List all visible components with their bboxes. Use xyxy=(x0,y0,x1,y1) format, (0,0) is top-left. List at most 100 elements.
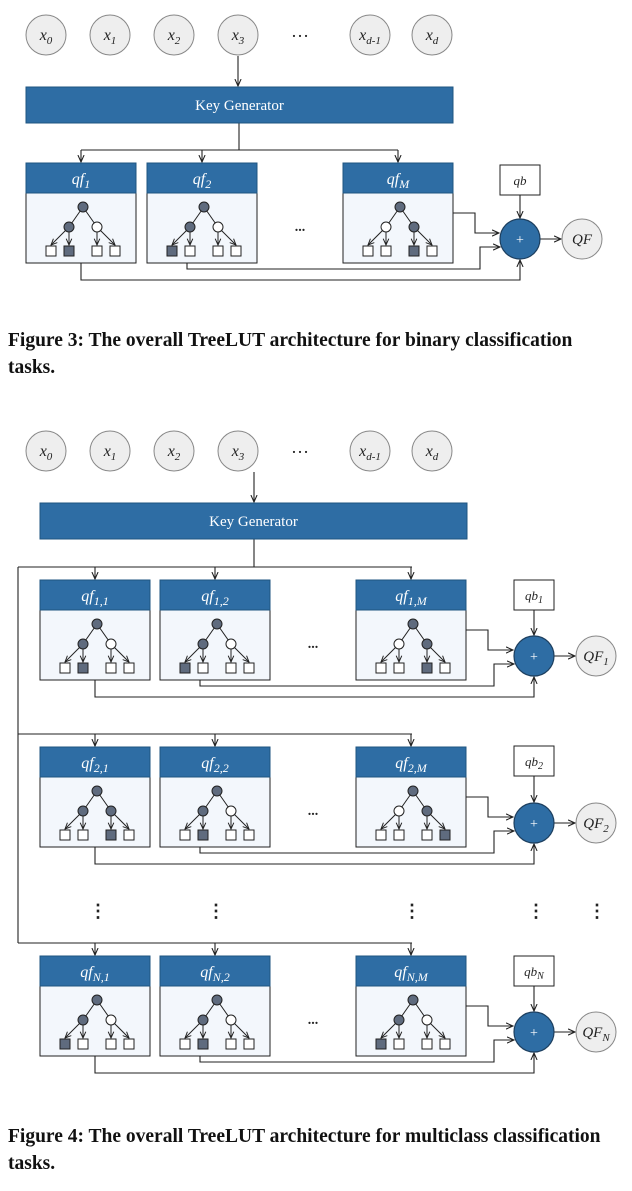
fig3-row0-0-tree-label: qf1 xyxy=(72,171,90,191)
tree-internal-node xyxy=(197,638,209,650)
tree-leaf-node xyxy=(63,245,75,257)
fig4-row2-0-tree-header xyxy=(39,955,151,987)
input-feature-node xyxy=(411,430,453,472)
tree-leaf-node xyxy=(393,829,405,841)
tree-leaf-node xyxy=(243,1038,255,1050)
input-feature-label: x0 xyxy=(39,27,53,47)
output-label: QF xyxy=(572,232,593,248)
tree-leaf-node xyxy=(439,1038,451,1050)
tree-root-node xyxy=(211,994,223,1006)
input-feature-label: x3 xyxy=(231,443,245,463)
vertical-ellipsis: ⋮ xyxy=(588,901,606,921)
treeM-to-adder xyxy=(466,1005,513,1026)
vertical-ellipsis: ⋮ xyxy=(89,901,107,921)
bias-box xyxy=(513,955,555,987)
treeM-to-adder xyxy=(466,796,513,817)
tree1-to-adder xyxy=(80,260,520,281)
tree-leaf-node xyxy=(197,662,209,674)
fig4-row0-0-tree-label: qf1,1 xyxy=(81,588,108,608)
tree-ellipsis: ... xyxy=(308,1013,319,1028)
fig4-row2-2-tree-label: qfN,M xyxy=(394,964,428,984)
fig4-row1-0-tree-label: qf2,1 xyxy=(81,755,108,775)
input-feature-label: xd-1 xyxy=(358,443,381,463)
tree-ellipsis: ... xyxy=(295,220,306,235)
tree-internal-node xyxy=(105,638,117,650)
tree-leaf-node xyxy=(123,1038,135,1050)
fig4-row2-2-tree-header xyxy=(355,955,467,987)
tree-internal-node xyxy=(91,221,103,233)
treeM-to-adder xyxy=(453,212,499,233)
tree-root-node xyxy=(394,201,406,213)
input-ellipsis: … xyxy=(291,437,309,457)
adder-node xyxy=(499,218,541,260)
tree-leaf-node xyxy=(225,1038,237,1050)
fig3-row0-2-tree-label: qfM xyxy=(387,171,410,191)
adder-node xyxy=(513,802,555,844)
tree-leaf-node xyxy=(166,245,178,257)
input-feature-node xyxy=(349,14,391,56)
tree-leaf-node xyxy=(179,662,191,674)
tree-leaf-node xyxy=(225,829,237,841)
fig4-row1-2-tree-label: qf2,M xyxy=(395,755,427,775)
tree-leaf-node xyxy=(197,829,209,841)
tree-root-node xyxy=(91,618,103,630)
tree-internal-node xyxy=(105,1014,117,1026)
tree-root-node xyxy=(211,618,223,630)
tree-leaf-node xyxy=(109,245,121,257)
tree-leaf-node xyxy=(123,829,135,841)
tree-leaf-node xyxy=(123,662,135,674)
input-feature-node xyxy=(89,430,131,472)
tree-internal-node xyxy=(77,638,89,650)
tree-ellipsis: ... xyxy=(308,637,319,652)
input-feature-node xyxy=(217,14,259,56)
vertical-ellipsis: ⋮ xyxy=(403,901,421,921)
tree-internal-node xyxy=(225,638,237,650)
tree-leaf-node xyxy=(230,245,242,257)
tree-leaf-node xyxy=(184,245,196,257)
input-feature-label: xd xyxy=(425,443,439,463)
input-feature-node xyxy=(349,430,391,472)
adder-plus: + xyxy=(530,650,538,665)
input-feature-node xyxy=(411,14,453,56)
tree-leaf-node xyxy=(77,662,89,674)
figure3-caption: Figure 3: The overall TreeLUT architectu… xyxy=(8,330,573,378)
tree-leaf-node xyxy=(421,662,433,674)
tree-leaf-node xyxy=(393,1038,405,1050)
tree-internal-node xyxy=(105,805,117,817)
input-feature-label: x0 xyxy=(39,443,53,463)
tree-internal-node xyxy=(380,221,392,233)
tree-internal-node xyxy=(212,221,224,233)
tree-leaf-node xyxy=(197,1038,209,1050)
tree-leaf-node xyxy=(243,829,255,841)
tree-internal-node xyxy=(408,221,420,233)
fig3-row0-1-tree-header xyxy=(146,162,258,194)
fig4-row1-1-tree-label: qf2,2 xyxy=(201,755,228,775)
fig4-row2-1-tree-header xyxy=(159,955,271,987)
tree-leaf-node xyxy=(439,829,451,841)
tree-internal-node xyxy=(393,638,405,650)
tree2-to-adder xyxy=(199,831,514,854)
tree-internal-node xyxy=(184,221,196,233)
tree-leaf-node xyxy=(393,662,405,674)
tree-leaf-node xyxy=(408,245,420,257)
tree-root-node xyxy=(91,994,103,1006)
tree-root-node xyxy=(91,785,103,797)
input-feature-node xyxy=(25,430,67,472)
fig3-row0-1-tree-label: qf2 xyxy=(193,171,211,191)
output-label: QFN xyxy=(582,1025,610,1044)
adder-plus: + xyxy=(530,1026,538,1041)
tree-leaf-node xyxy=(105,662,117,674)
key-generator-block xyxy=(39,502,468,540)
tree-leaf-node xyxy=(105,829,117,841)
tree-leaf-node xyxy=(421,829,433,841)
fig4-row1-2-tree-header xyxy=(355,746,467,778)
fig4-row1-1-tree-header xyxy=(159,746,271,778)
tree1-to-adder xyxy=(94,677,534,698)
tree-leaf-node xyxy=(243,662,255,674)
fig4-row0-2-tree-label: qf1,M xyxy=(395,588,427,608)
input-feature-label: x3 xyxy=(231,27,245,47)
bias-label: qb1 xyxy=(525,588,543,606)
fig4-row2-0-tree-label: qfN,1 xyxy=(80,964,109,984)
tree-internal-node xyxy=(225,805,237,817)
figure4-caption: Figure 4: The overall TreeLUT architectu… xyxy=(8,1126,601,1174)
